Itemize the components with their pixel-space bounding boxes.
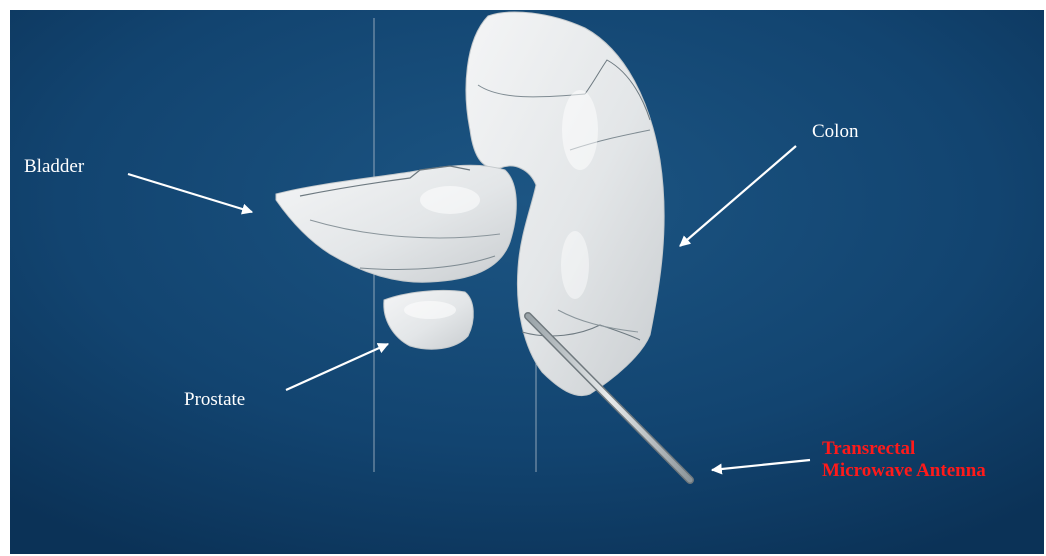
prostate-label: Prostate	[184, 390, 245, 409]
antenna-label-line1: Transrectal	[822, 438, 986, 460]
antenna-label-line2: Microwave Antenna	[822, 460, 986, 482]
antenna-label: Transrectal Microwave Antenna	[822, 438, 986, 482]
colon-label: Colon	[812, 122, 858, 141]
bladder-label: Bladder	[24, 157, 84, 176]
anatomy-scene: Bladder Colon Prostate Transrectal Micro…	[10, 10, 1044, 554]
